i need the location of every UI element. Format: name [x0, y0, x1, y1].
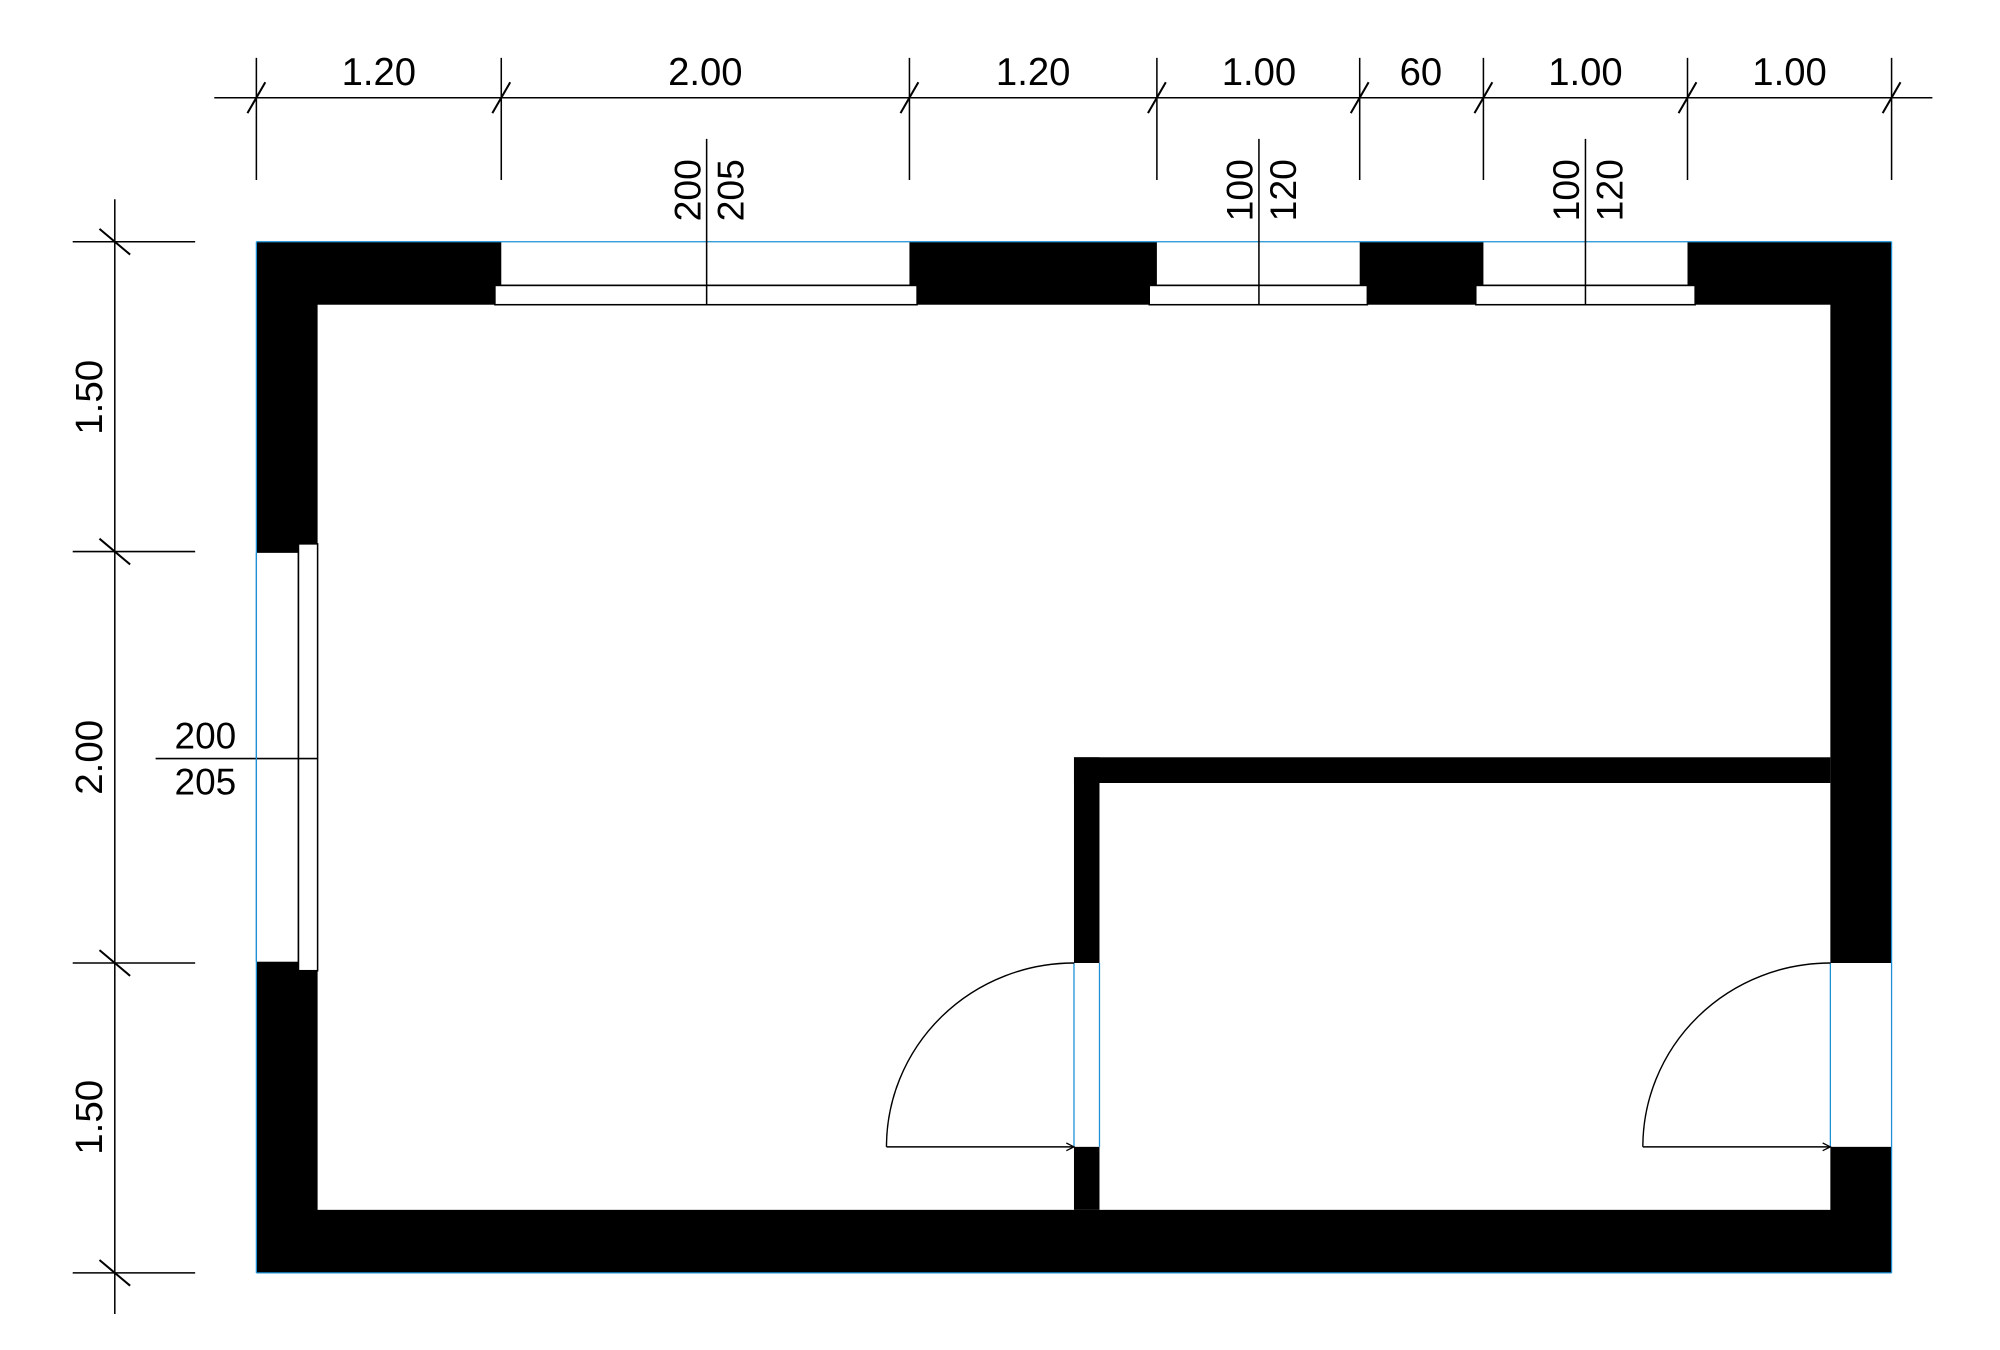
top-window-3-labels: 100 120 — [1545, 159, 1630, 221]
window-height-label: 205 — [175, 760, 237, 802]
dim-top-2: 2.00 — [668, 51, 742, 94]
top-dimension-labels: 1.20 2.00 1.20 1.00 60 1.00 1.00 — [342, 51, 1827, 94]
top-wall-segment — [1359, 241, 1484, 305]
dim-left-3: 1.50 — [68, 1080, 111, 1155]
dim-top-7: 1.00 — [1752, 51, 1826, 94]
interior-door — [885, 962, 1076, 1152]
dim-top-3: 1.20 — [996, 51, 1070, 94]
door-swing-arc — [1642, 962, 1831, 1147]
dim-top-6: 1.00 — [1548, 51, 1622, 94]
bottom-wall — [256, 1209, 1892, 1273]
top-window-3 — [1475, 138, 1696, 306]
window-width-label: 100 — [1545, 159, 1587, 221]
dim-left-1: 1.50 — [68, 360, 111, 435]
left-wall-segment — [256, 241, 318, 553]
top-window-2 — [1148, 138, 1369, 306]
window-width-label: 100 — [1219, 159, 1261, 221]
window-width-label: 200 — [666, 159, 708, 221]
partition-wall-vertical — [1073, 757, 1100, 963]
walls — [256, 241, 1892, 1273]
right-wall-segment — [1830, 241, 1892, 963]
dim-left-2: 2.00 — [68, 720, 111, 795]
left-window-labels: 200 205 — [175, 714, 237, 802]
top-window-2-labels: 100 120 — [1219, 159, 1304, 221]
top-wall-segment — [909, 241, 1157, 305]
left-dimension-chain — [72, 199, 196, 1314]
left-dimension-labels: 1.50 2.00 1.50 — [68, 360, 111, 1155]
window-height-label: 120 — [1589, 159, 1631, 221]
dim-top-4: 1.00 — [1222, 51, 1296, 94]
partition-wall-horizontal — [1073, 757, 1831, 783]
top-window-1-labels: 200 205 — [666, 159, 751, 221]
top-window-1 — [494, 138, 918, 306]
window-width-label: 200 — [175, 714, 237, 756]
window-height-label: 205 — [710, 159, 752, 221]
dim-top-5: 60 — [1400, 51, 1443, 94]
door-swing-arc — [885, 962, 1074, 1147]
left-window — [155, 543, 319, 972]
exterior-door — [1642, 962, 1832, 1152]
window-height-label: 120 — [1262, 159, 1304, 221]
top-dimension-chain — [214, 57, 1933, 180]
partition-wall-vertical — [1073, 1146, 1100, 1210]
dim-top-1: 1.20 — [342, 51, 416, 94]
